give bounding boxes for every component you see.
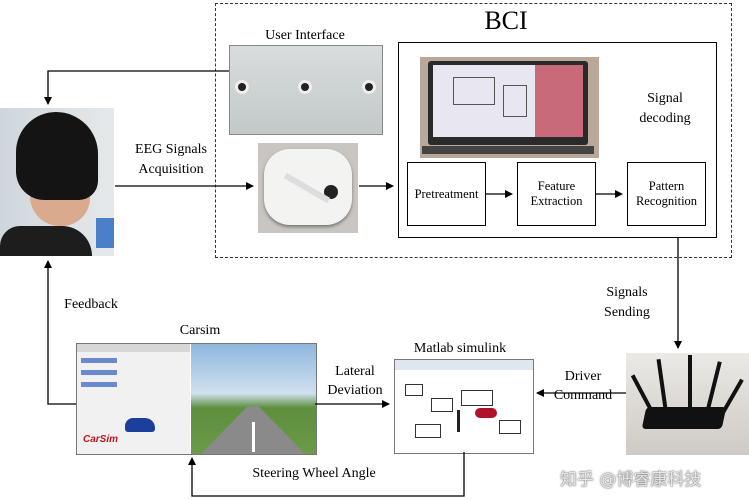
driver-command-label: Driver Command — [553, 369, 613, 403]
feedback-label: Feedback — [64, 297, 118, 312]
bci-title: BCI — [484, 6, 528, 35]
ui-stimulus-dot — [238, 83, 246, 91]
display-diagram-block — [453, 77, 495, 105]
simulink-toolbar — [395, 360, 533, 370]
carsim-logo: CarSim — [83, 434, 119, 445]
laptop-image — [420, 57, 599, 158]
carsim-form-panel: CarSim — [77, 344, 190, 454]
carsim-screenshot: CarSim — [76, 343, 317, 455]
carsim-field — [81, 370, 117, 375]
ui-stimulus-dot — [301, 83, 309, 91]
pretreatment-box: Pretreatment — [407, 162, 486, 226]
signals-sending-label: Signals Sending — [604, 285, 650, 320]
simulink-block — [415, 424, 441, 438]
arrow-feedback-to-subject — [44, 260, 76, 405]
router-image — [626, 353, 749, 455]
feature-extraction-box: Feature Extraction — [517, 162, 596, 226]
carsim-label: Carsim — [179, 323, 221, 338]
simulink-bus — [457, 410, 460, 432]
carsim-toolbar — [77, 344, 190, 352]
arrow-matlab-to-carsim — [188, 452, 465, 497]
carsim-lane-line — [252, 422, 255, 452]
carsim-road-view — [191, 344, 316, 454]
matlab-simulink-screenshot — [394, 359, 534, 454]
shoulders — [0, 226, 92, 256]
display-diagram-block — [503, 85, 527, 117]
steering-wheel-angle-label: Steering Wheel Angle — [252, 466, 376, 481]
simulink-block — [499, 420, 521, 434]
user-interface-label: User Interface — [265, 28, 345, 43]
simulink-block — [431, 398, 453, 412]
carsim-vehicle-icon — [125, 418, 155, 432]
carsim-field — [81, 382, 117, 387]
eeg-amplifier-image — [258, 143, 358, 233]
carsim-field — [81, 358, 117, 363]
bci-boundary — [215, 3, 732, 258]
simulink-block — [461, 390, 493, 406]
watermark: 知乎 @博睿康科技 — [560, 470, 702, 490]
amplifier-body — [264, 149, 352, 225]
laptop-screen — [428, 61, 588, 145]
lateral-deviation-label: Lateral Deviation — [327, 364, 383, 398]
eeg-cap — [16, 112, 98, 200]
pattern-recognition-box: Pattern Recognition — [627, 162, 706, 226]
matlab-label: Matlab simulink — [413, 341, 507, 356]
ui-stimulus-dot — [365, 83, 373, 91]
subject-eeg-cap-image — [0, 108, 114, 256]
arrow-ui-to-subject — [44, 70, 229, 105]
simulink-block — [405, 384, 423, 396]
signal-decoding-label: Signal decoding — [639, 91, 691, 126]
simulink-vehicle-block — [475, 408, 497, 418]
laptop-display — [433, 65, 583, 137]
monitor-edge — [96, 218, 114, 248]
user-interface-image — [229, 45, 383, 135]
eeg-acquisition-label: EEG Signals Acquisition — [135, 142, 207, 177]
laptop-base — [422, 146, 594, 154]
router-antenna — [688, 355, 692, 409]
